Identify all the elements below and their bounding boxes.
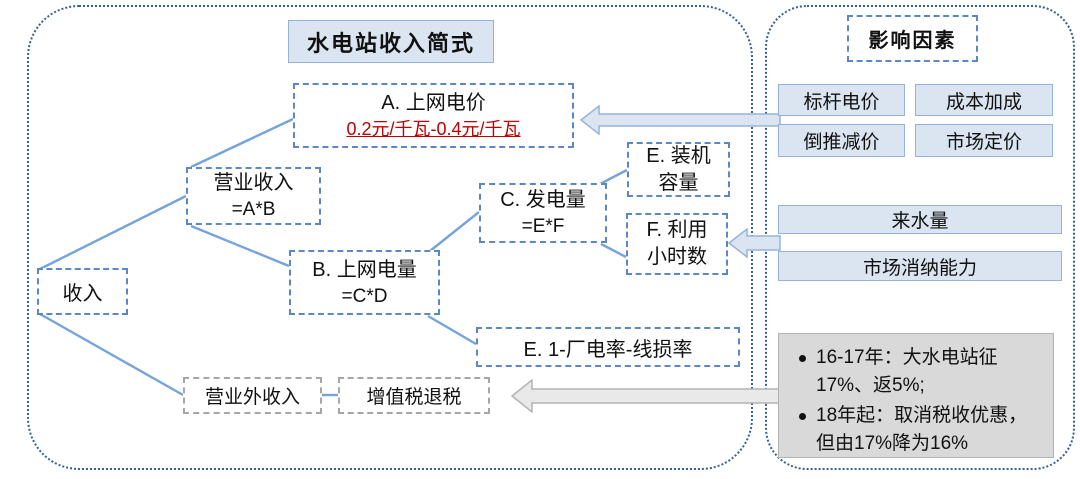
grid-volume-label: B. 上网电量 [312, 258, 417, 281]
factor-market-absorption: 市场消纳能力 [778, 251, 1062, 281]
right-panel-title-label: 影响因素 [868, 30, 957, 52]
right-panel-title: 影响因素 [847, 15, 978, 62]
operating-revenue-label: 营业收入 [213, 172, 294, 194]
income-label: 收入 [62, 283, 103, 305]
node-utilization-hours: F. 利用 小时数 [626, 213, 728, 275]
utilization-hours-line1: F. 利用 [646, 219, 708, 241]
factor-backward-pricing: 倒推减价 [778, 124, 905, 157]
vat-rebate-label: 增值税退税 [366, 387, 462, 408]
generation-formula: =E*F [521, 216, 565, 237]
factor-market-pricing-label: 市场定价 [945, 132, 1022, 153]
grid-volume-formula: =C*D [341, 285, 388, 307]
factor-water-inflow-label: 来水量 [891, 211, 949, 232]
operating-revenue-formula: =A*B [231, 199, 276, 220]
node-loss-rate: E. 1-厂电率-线损率 [476, 327, 740, 367]
factor-market-pricing: 市场定价 [915, 124, 1053, 157]
node-generation: C. 发电量 =E*F [479, 183, 607, 243]
node-income: 收入 [37, 268, 128, 315]
tax-policy-bullet-list: 16-17年：大水电站征17%、返5%; 18年起：取消税收优惠，但由17%降为… [789, 344, 1045, 458]
installed-capacity-line2: 容量 [658, 171, 699, 194]
factor-benchmark-price: 标杆电价 [778, 84, 905, 116]
tax-policy-bullet-1: 16-17年：大水电站征17%、返5%; [789, 344, 1045, 400]
grid-price-range: 0.2元/千瓦-0.4元/千瓦 [346, 119, 521, 139]
tax-policy-note: 16-17年：大水电站征17%、返5%; 18年起：取消税收优惠，但由17%降为… [778, 333, 1054, 458]
tax-policy-bullet-2-text: 18年起：取消税收优惠，但由17%降为16% [816, 405, 1028, 454]
factor-water-inflow: 来水量 [778, 205, 1062, 234]
installed-capacity-line1: E. 装机 [646, 144, 711, 167]
factor-market-absorption-label: 市场消纳能力 [862, 257, 977, 279]
node-operating-revenue: 营业收入 =A*B [186, 167, 321, 225]
node-installed-capacity: E. 装机 容量 [627, 142, 730, 197]
non-operating-revenue-label: 营业外收入 [204, 387, 300, 408]
node-non-operating-revenue: 营业外收入 [183, 377, 322, 414]
node-vat-rebate: 增值税退税 [338, 377, 490, 414]
node-grid-price: A. 上网电价 0.2元/千瓦-0.4元/千瓦 [293, 83, 574, 148]
factor-benchmark-price-label: 标杆电价 [803, 91, 880, 113]
generation-label: C. 发电量 [500, 189, 586, 211]
utilization-hours-line2: 小时数 [647, 246, 707, 268]
left-panel-title: 水电站收入简式 [288, 20, 494, 63]
loss-rate-label: E. 1-厂电率-线损率 [523, 338, 693, 361]
node-grid-volume: B. 上网电量 =C*D [289, 250, 440, 315]
tax-policy-bullet-1-text: 16-17年：大水电站征17%、返5%; [816, 347, 998, 396]
factor-cost-plus: 成本加成 [915, 84, 1053, 116]
bullet-icon [799, 413, 806, 420]
tax-policy-bullet-2: 18年起：取消税收优惠，但由17%降为16% [789, 402, 1045, 458]
factor-backward-pricing-label: 倒推减价 [803, 132, 880, 153]
factor-cost-plus-label: 成本加成 [945, 91, 1022, 113]
bullet-icon [799, 355, 806, 362]
grid-price-label: A. 上网电价 [381, 92, 486, 114]
left-panel-title-label: 水电站收入简式 [306, 30, 475, 56]
